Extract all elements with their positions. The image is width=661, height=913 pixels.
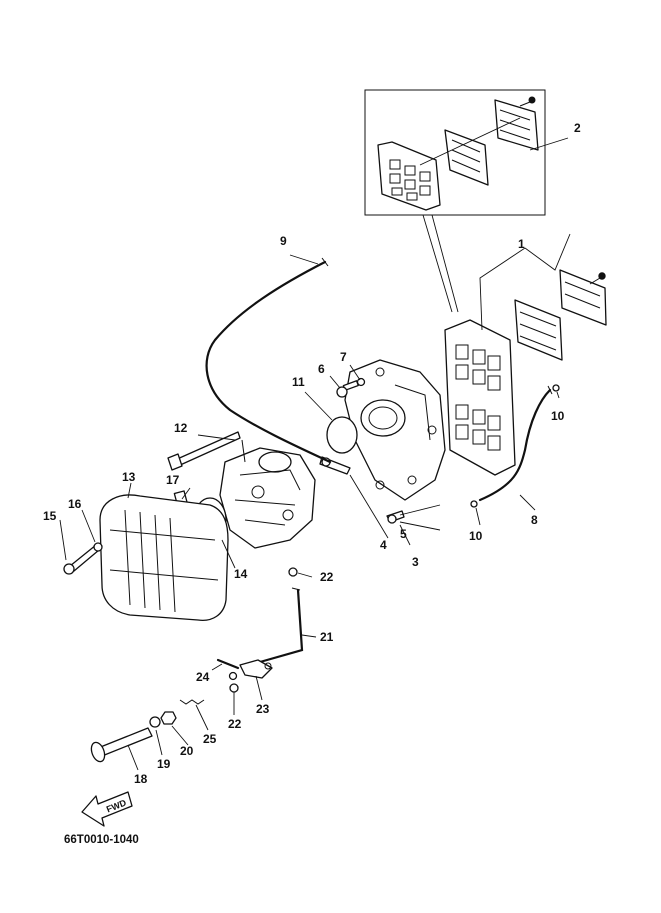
reed-valve-assembly bbox=[444, 269, 607, 476]
callout-3: 3 bbox=[412, 555, 419, 569]
nut-19 bbox=[149, 716, 161, 728]
lever-23 bbox=[239, 659, 273, 679]
choke-knob-18 bbox=[90, 727, 153, 763]
intake-manifold bbox=[344, 359, 446, 501]
washer-7 bbox=[356, 377, 366, 387]
reed-valve-inset bbox=[364, 89, 546, 216]
clip-22-upper bbox=[288, 567, 298, 577]
carburetor bbox=[219, 439, 316, 549]
callout-18: 18 bbox=[134, 772, 148, 786]
callout-22-upper: 22 bbox=[320, 570, 334, 584]
figure-code: 66T0010-1040 bbox=[64, 834, 139, 846]
callout-2: 2 bbox=[574, 121, 581, 135]
hose-8 bbox=[478, 388, 552, 502]
callout-21: 21 bbox=[320, 630, 334, 644]
washer-20 bbox=[160, 711, 177, 725]
gasket-11 bbox=[326, 416, 358, 454]
bolt-12 bbox=[167, 431, 241, 471]
callout-16: 16 bbox=[68, 497, 82, 511]
callout-9: 9 bbox=[280, 234, 287, 248]
intake-silencer bbox=[99, 494, 229, 621]
rod-21 bbox=[258, 588, 304, 664]
callout-23: 23 bbox=[256, 702, 270, 716]
bolt-6 bbox=[336, 380, 359, 398]
callout-20: 20 bbox=[180, 744, 194, 758]
callout-10-lower: 10 bbox=[469, 529, 483, 543]
callout-8: 8 bbox=[531, 513, 538, 527]
callout-17: 17 bbox=[166, 473, 180, 487]
clip-22-lower bbox=[229, 683, 239, 693]
screw-5 bbox=[386, 510, 405, 524]
spring-25 bbox=[179, 699, 205, 705]
callout-5: 5 bbox=[400, 527, 407, 541]
callout-13: 13 bbox=[122, 470, 136, 484]
fwd-arrow-icon: FWD bbox=[81, 791, 133, 827]
callout-15: 15 bbox=[43, 509, 57, 523]
clip-10-upper bbox=[552, 384, 560, 392]
clip-10-lower bbox=[470, 500, 478, 508]
callout-24: 24 bbox=[196, 670, 210, 684]
callout-10-upper: 10 bbox=[551, 409, 565, 423]
callout-7: 7 bbox=[340, 350, 347, 364]
callout-12: 12 bbox=[174, 421, 188, 435]
callout-4: 4 bbox=[380, 538, 387, 552]
pin-24 bbox=[216, 658, 240, 670]
callout-14: 14 bbox=[234, 567, 248, 581]
callout-6: 6 bbox=[318, 362, 325, 376]
callout-19: 19 bbox=[157, 757, 171, 771]
callout-1: 1 bbox=[518, 237, 525, 251]
callout-22-lower: 22 bbox=[228, 717, 242, 731]
washer-16 bbox=[93, 542, 103, 552]
callout-11: 11 bbox=[292, 375, 305, 389]
callout-25: 25 bbox=[203, 732, 217, 746]
hose-9 bbox=[205, 260, 332, 464]
screw-15 bbox=[63, 544, 100, 575]
